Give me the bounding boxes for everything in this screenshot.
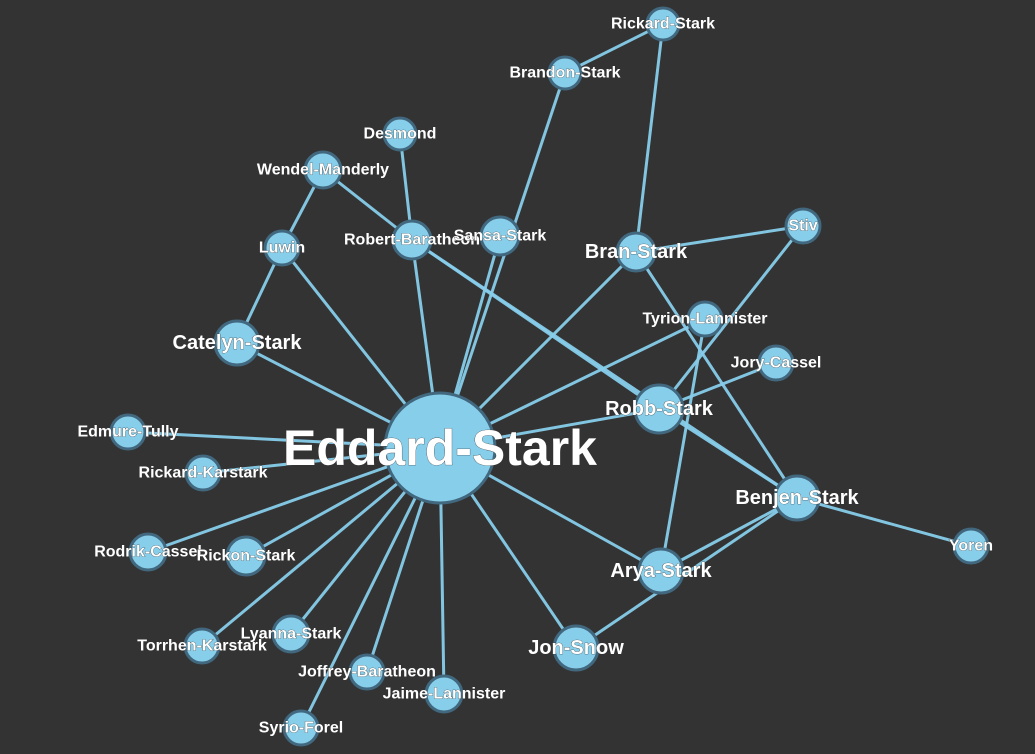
node-label-torrhen: Torrhen-Karstark — [137, 638, 267, 655]
node-luwin[interactable] — [263, 229, 301, 267]
node-lyanna[interactable] — [271, 614, 311, 654]
node-label-arya: Arya-Stark — [610, 560, 712, 582]
node-label-rickon: Rickon-Stark — [197, 548, 296, 565]
node-robert[interactable] — [391, 219, 433, 261]
node-yoren[interactable] — [952, 527, 990, 565]
node-label-desmond: Desmond — [364, 126, 437, 143]
node-tyrion[interactable] — [686, 300, 724, 338]
node-torrhen[interactable] — [183, 627, 221, 665]
node-label-rodrik: Rodrik-Cassel — [94, 544, 202, 561]
edge-stiv-robb — [657, 225, 805, 410]
node-label-rickard_karstark: Rickard-Karstark — [139, 465, 268, 482]
node-label-tyrion: Tyrion-Lannister — [642, 311, 767, 328]
node-rickard_karstark[interactable] — [184, 454, 222, 492]
edge-rickard_stark-bran — [634, 23, 665, 253]
edge-brandon-eddard — [438, 72, 567, 449]
node-jon[interactable] — [552, 624, 600, 672]
node-rickon[interactable] — [225, 535, 267, 577]
node-label-luwin: Luwin — [259, 240, 305, 257]
node-label-catelyn: Catelyn-Stark — [173, 332, 303, 354]
node-label-robb: Robb-Stark — [605, 398, 714, 420]
node-bran[interactable] — [615, 231, 657, 273]
node-label-yoren: Yoren — [949, 538, 993, 555]
nodes-layer — [109, 6, 990, 747]
edge-benjen-yoren — [796, 496, 972, 548]
node-wendel[interactable] — [303, 150, 343, 190]
node-label-joffrey: Joffrey-Baratheon — [298, 664, 436, 681]
node-label-jon: Jon-Snow — [528, 637, 624, 659]
labels-layer: Eddard-Stark Rickard-StarkBrandon-StarkDe… — [77, 15, 993, 737]
node-arya[interactable] — [637, 547, 685, 595]
node-label-stiv: Stiv — [788, 218, 817, 235]
node-label-sansa: Sansa-Stark — [454, 228, 547, 245]
edge-benjen-arya — [660, 496, 798, 573]
node-label-jaime: Jaime-Lannister — [383, 686, 506, 703]
edge-benjen-jon — [575, 496, 798, 650]
node-edmure[interactable] — [109, 413, 147, 451]
node-catelyn[interactable] — [213, 319, 261, 367]
node-label-robert: Robert-Baratheon — [344, 232, 480, 249]
node-desmond[interactable] — [382, 116, 418, 152]
node-jory[interactable] — [757, 344, 795, 382]
node-label-wendel: Wendel-Manderly — [257, 162, 389, 179]
edge-tyrion-arya — [659, 318, 707, 572]
node-robb[interactable] — [633, 383, 685, 435]
node-sansa[interactable] — [479, 215, 521, 257]
edge-bran-benjen — [634, 251, 799, 499]
edge-robb-benjen — [658, 407, 798, 500]
node-joffrey[interactable] — [348, 653, 386, 691]
node-label-rickard_stark: Rickard-Stark — [611, 16, 715, 33]
node-brandon[interactable] — [547, 55, 583, 91]
node-stiv[interactable] — [784, 207, 822, 245]
node-label-eddard: Eddard-Stark — [283, 420, 597, 476]
node-jaime[interactable] — [424, 674, 464, 714]
edges-layer — [127, 22, 972, 729]
node-benjen[interactable] — [773, 474, 821, 522]
edge-bran-stiv — [635, 224, 804, 254]
node-rickard_stark[interactable] — [645, 6, 681, 42]
node-eddard[interactable] — [383, 391, 497, 505]
node-rodrik[interactable] — [128, 532, 168, 572]
node-label-benjen: Benjen-Stark — [735, 487, 859, 509]
node-label-lyanna: Lyanna-Stark — [241, 626, 342, 643]
edge-rickard_stark-brandon — [564, 22, 664, 75]
node-label-jory: Jory-Cassel — [731, 355, 822, 372]
node-label-bran: Bran-Stark — [585, 241, 688, 263]
node-syrio[interactable] — [282, 709, 320, 747]
node-label-edmure: Edmure-Tully — [77, 424, 178, 441]
node-label-brandon: Brandon-Stark — [509, 65, 620, 82]
node-label-syrio: Syrio-Forel — [259, 720, 343, 737]
